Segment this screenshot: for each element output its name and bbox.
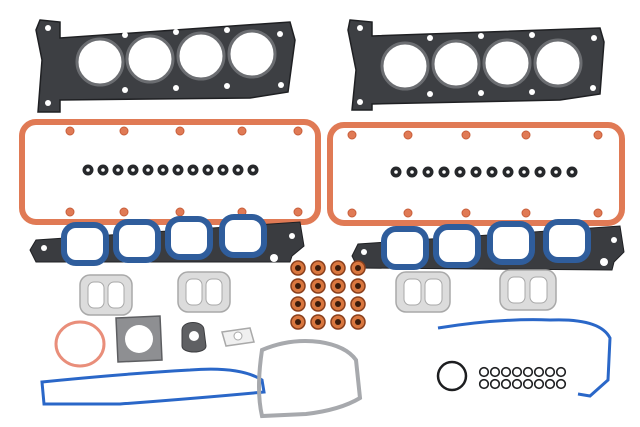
tube-seal-hole <box>410 170 414 174</box>
tube-seal-hole <box>554 170 558 174</box>
cylinder-head-gasket-left <box>35 19 296 113</box>
tube-seal-hole <box>538 170 542 174</box>
intake-manifold-gasket-left <box>29 214 305 266</box>
o-ring <box>544 378 556 390</box>
tube-seal-hole <box>116 168 120 172</box>
valve-stem-seal-core <box>295 283 301 289</box>
egr-valve-gasket <box>221 327 255 347</box>
tube-seal-hole <box>394 170 398 174</box>
tube-seal-hole <box>221 168 225 172</box>
valve-stem-seal-core <box>315 283 321 289</box>
small-o-rings <box>478 366 567 390</box>
tube-seal-hole <box>426 170 430 174</box>
oil-pan-gasket <box>257 339 363 419</box>
valve-stem-seal-core <box>335 301 341 307</box>
tube-seal-hole <box>176 168 180 172</box>
o-ring <box>489 378 501 390</box>
spark-plug-tube-seals-right <box>390 166 578 178</box>
o-ring <box>511 378 523 390</box>
o-ring <box>489 366 501 378</box>
tube-seal-hole <box>506 170 510 174</box>
o-ring <box>478 366 490 378</box>
valve-stem-seal-core <box>295 301 301 307</box>
exhaust-manifold-gasket-right <box>395 269 557 313</box>
o-ring <box>500 378 512 390</box>
valve-stem-seal-core <box>295 319 301 325</box>
intake-manifold-gasket-right <box>351 219 625 271</box>
tube-seal-hole <box>86 168 90 172</box>
thermostat-gasket <box>54 320 106 368</box>
valve-stem-seal-core <box>315 265 321 271</box>
timing-cover-gasket-right <box>437 318 612 398</box>
tube-seal-hole <box>251 168 255 172</box>
tube-seal-hole <box>442 170 446 174</box>
tube-seal-hole <box>101 168 105 172</box>
spark-plug-tube-seals-left <box>82 164 259 176</box>
exhaust-manifold-gasket-left <box>79 271 231 316</box>
tube-seal-hole <box>490 170 494 174</box>
timing-cover-gasket-left <box>40 367 266 406</box>
tube-seal-hole <box>474 170 478 174</box>
valve-stem-seal-core <box>335 319 341 325</box>
valve-stem-seal-core <box>295 265 301 271</box>
valve-stem-seal-core <box>355 319 361 325</box>
tube-seal-hole <box>570 170 574 174</box>
o-ring <box>533 366 545 378</box>
tube-seal-hole <box>191 168 195 172</box>
cylinder-head-gasket-right <box>347 19 605 111</box>
o-ring <box>522 378 534 390</box>
egr-spacer-gasket <box>181 322 207 353</box>
valve-stem-seal-core <box>355 265 361 271</box>
valve-stem-seal-core <box>335 265 341 271</box>
tube-seal-hole <box>146 168 150 172</box>
valve-stem-seal-core <box>355 283 361 289</box>
valve-cover-gasket-right <box>327 122 625 226</box>
valve-stem-seal-core <box>315 319 321 325</box>
o-ring <box>500 366 512 378</box>
valve-stem-seal-core <box>315 301 321 307</box>
tube-seal-hole <box>236 168 240 172</box>
tube-seal-hole <box>206 168 210 172</box>
o-ring <box>522 366 534 378</box>
tube-seal-hole <box>131 168 135 172</box>
o-ring <box>511 366 523 378</box>
tube-seal-hole <box>522 170 526 174</box>
tube-seal-hole <box>161 168 165 172</box>
o-ring <box>478 378 490 390</box>
valve-stem-seal-core <box>355 301 361 307</box>
o-ring <box>555 378 567 390</box>
o-ring <box>544 366 556 378</box>
large-o-ring <box>436 360 468 392</box>
o-ring <box>533 378 545 390</box>
valve-stem-seals <box>290 260 366 330</box>
valve-stem-seal-core <box>335 283 341 289</box>
valve-cover-gasket-left <box>19 119 321 225</box>
tube-seal-hole <box>458 170 462 174</box>
throttle-body-gasket <box>115 315 163 363</box>
o-ring <box>555 366 567 378</box>
